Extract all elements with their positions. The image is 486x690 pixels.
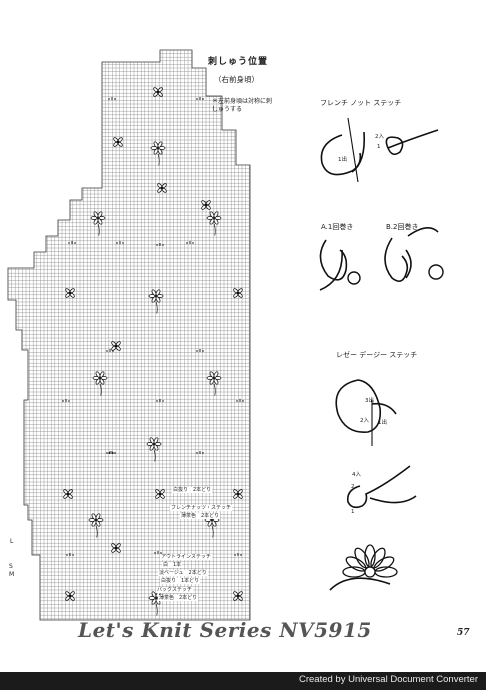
size-label-l: L	[10, 538, 14, 545]
tick-motif	[156, 399, 164, 402]
tick-motif	[234, 553, 242, 556]
tick-motif	[106, 451, 114, 454]
tick-motif	[196, 451, 204, 454]
stitch-diagram-drawings	[319, 117, 444, 591]
lazy-daisy-label: 3出	[365, 398, 374, 404]
flower-motif	[155, 489, 165, 499]
french-knot-variant-b: B.2回巻き	[386, 223, 419, 231]
embroidery-motifs	[62, 87, 244, 616]
annotation-label: 薄茶色 2本どり	[158, 595, 199, 601]
annotation-label: 淡ベージュ 2本どり	[158, 570, 208, 576]
tick-motif	[186, 241, 194, 244]
lazy-daisy-title: レゼー デージー ステッチ	[336, 351, 418, 359]
tick-motif	[108, 451, 116, 454]
chart-outline	[7, 49, 251, 621]
chart-title: 刺しゅう位置	[208, 57, 269, 67]
french-knot-label: 1出	[338, 157, 347, 163]
flower-motif	[153, 87, 163, 97]
chart-note: ＊左前身頃は対称に刺しゅうする	[212, 98, 273, 113]
flower-motif	[111, 543, 121, 553]
lazy-daisy-label: 4入	[352, 472, 361, 478]
flower-motif	[233, 591, 243, 601]
annotation-label: バックステッチ	[156, 587, 193, 593]
flower-motif	[113, 137, 123, 147]
lazy-daisy-label: 2	[351, 484, 355, 490]
daisy-motif	[90, 211, 106, 236]
flower-motif	[201, 200, 211, 210]
flower-motif	[65, 288, 75, 298]
footer-bar: Created by Universal Document Converter	[0, 672, 486, 690]
tick-motif	[106, 349, 114, 352]
daisy-motif	[206, 211, 222, 236]
tick-motif	[68, 241, 76, 244]
flower-motif	[233, 288, 243, 298]
daisy-motif	[150, 141, 166, 166]
grid-lines	[8, 50, 250, 620]
tick-motif	[66, 553, 74, 556]
daisy-motif	[146, 437, 162, 462]
lazy-daisy-label: 1	[351, 509, 355, 515]
chart-subtitle: （右前身頃）	[214, 75, 259, 84]
daisy-motif	[92, 371, 108, 396]
annotation-label: 白抜り 2本どり	[172, 487, 213, 493]
tick-motif	[154, 551, 162, 554]
tick-motif	[196, 97, 204, 100]
tick-motif	[156, 243, 164, 246]
size-label-m: M	[9, 571, 15, 578]
french-knot-title: フレンチ ノット ステッチ	[320, 99, 402, 107]
french-knot-variant-a: A.1回巻き	[321, 223, 354, 231]
page-number: 57	[457, 628, 470, 638]
series-watermark: Let's Knit Series NV5915	[78, 618, 372, 642]
size-label-s: S	[9, 563, 13, 570]
annotation-label: フレンチナッツ・ステッチ	[170, 505, 233, 511]
footer-text: Created by Universal Document Converter	[299, 674, 478, 685]
daisy-motif	[88, 513, 104, 538]
lazy-daisy-label: 2入	[360, 418, 369, 424]
flower-motif	[65, 591, 75, 601]
tick-motif	[62, 399, 70, 402]
lazy-daisy-label: 1出	[378, 420, 387, 426]
annotation-label: アウトラインステッチ	[160, 554, 212, 560]
daisy-motif	[206, 371, 222, 396]
daisy-motif	[148, 289, 164, 314]
flower-motif	[157, 183, 167, 193]
french-knot-label: 1	[377, 144, 381, 150]
annotation-label: 白 1本	[162, 562, 183, 568]
flower-motif	[233, 489, 243, 499]
flower-motif	[111, 341, 121, 351]
tick-motif	[236, 399, 244, 402]
tick-motif	[196, 349, 204, 352]
annotation-label: 薄茶色 2本どり	[180, 513, 221, 519]
tick-motif	[108, 97, 116, 100]
annotation-label: 白抜り 1本どり	[160, 578, 201, 584]
flower-motif	[63, 489, 73, 499]
french-knot-label: 2入	[375, 134, 384, 140]
tick-motif	[116, 241, 124, 244]
